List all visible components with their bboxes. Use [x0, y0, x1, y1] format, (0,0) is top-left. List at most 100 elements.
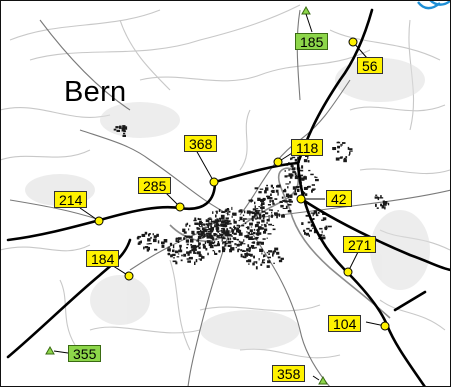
urban-block [186, 235, 190, 238]
urban-block [227, 244, 231, 247]
urban-block [197, 231, 200, 234]
station-marker-56[interactable] [348, 37, 368, 59]
urban-block [267, 233, 272, 235]
urban-block [198, 242, 201, 246]
urban-block [146, 243, 150, 245]
urban-block [214, 233, 218, 235]
urban-block [238, 220, 240, 222]
urban-block [308, 234, 310, 237]
station-marker-355[interactable] [45, 345, 69, 355]
station-marker-185[interactable] [301, 5, 313, 33]
urban-block [231, 206, 233, 210]
urban-block [384, 206, 386, 210]
urban-block [207, 240, 211, 243]
station-label-358[interactable]: 358 [272, 365, 306, 382]
urban-block [195, 259, 198, 263]
urban-block [264, 190, 267, 194]
urban-block [287, 210, 292, 213]
station-label-104[interactable]: 104 [328, 315, 362, 332]
urban-block [167, 248, 171, 252]
urban-block [210, 232, 212, 236]
urban-block [227, 223, 230, 225]
station-label-355[interactable]: 355 [68, 345, 102, 362]
urban-block [224, 244, 227, 247]
urban-block [294, 172, 297, 176]
urban-block [248, 237, 252, 240]
station-marker-42[interactable] [296, 194, 325, 204]
urban-block [214, 220, 217, 224]
station-label-42[interactable]: 42 [326, 190, 352, 207]
station-label-185[interactable]: 185 [295, 33, 329, 50]
urban-block [337, 150, 340, 153]
urban-block [305, 214, 310, 217]
urban-block [178, 237, 182, 240]
urban-block [262, 259, 264, 263]
urban-block [268, 209, 273, 211]
urban-block [175, 261, 178, 265]
station-label-214[interactable]: 214 [54, 191, 88, 208]
station-marker-214[interactable] [79, 207, 104, 226]
urban-block [204, 230, 208, 233]
urban-block [267, 197, 272, 199]
urban-block [255, 237, 259, 240]
urban-block [157, 240, 160, 244]
station-label-118[interactable]: 118 [291, 139, 324, 156]
urban-block [276, 215, 278, 219]
urban-block [261, 224, 263, 226]
station-label-285[interactable]: 285 [138, 177, 172, 194]
station-marker-271[interactable] [343, 251, 359, 277]
station-label-56[interactable]: 56 [357, 57, 383, 74]
station-label-271[interactable]: 271 [343, 236, 377, 253]
urban-block [268, 215, 270, 217]
station-label-368[interactable]: 368 [184, 135, 218, 152]
secondary-roads [9, 9, 451, 387]
urban-block [223, 223, 227, 227]
urban-block [238, 232, 243, 236]
urban-block [243, 243, 246, 245]
urban-block [141, 233, 146, 237]
urban-block [201, 255, 203, 259]
urban-block [259, 227, 264, 230]
urban-block [203, 224, 206, 226]
urban-block [307, 160, 310, 163]
urban-block [291, 156, 296, 159]
urban-block [259, 188, 264, 190]
station-marker-358[interactable] [312, 375, 328, 385]
urban-block [272, 224, 275, 226]
station-label-184[interactable]: 184 [86, 250, 120, 267]
urban-block [248, 231, 251, 235]
urban-block [267, 256, 271, 259]
urban-block [203, 229, 205, 233]
urban-block [255, 236, 259, 239]
urban-block [216, 218, 219, 222]
urban-block [169, 242, 173, 246]
urban-block [170, 254, 173, 258]
urban-block [253, 261, 258, 263]
station-marker-104[interactable] [365, 321, 390, 331]
urban-block [280, 204, 284, 208]
urban-block [186, 243, 189, 246]
urban-block [306, 227, 310, 230]
urban-block [301, 165, 304, 169]
urban-block [291, 167, 296, 171]
station-marker-368[interactable] [195, 149, 219, 187]
urban-block [190, 238, 194, 243]
urban-block [210, 242, 215, 245]
urban-block [178, 250, 180, 252]
urban-block [307, 185, 311, 188]
urban-block [272, 202, 275, 205]
urban-block [219, 218, 222, 222]
urban-block [214, 252, 218, 255]
urban-block [313, 213, 316, 215]
urban-block [277, 192, 279, 196]
urban-block [250, 238, 254, 240]
urban-block [238, 224, 240, 229]
urban-block [222, 233, 225, 235]
urban-block [246, 210, 251, 214]
urban-block [256, 221, 260, 224]
urban-block [229, 249, 233, 251]
urban-block [229, 226, 232, 229]
urban-block [258, 232, 262, 235]
urban-block [274, 212, 278, 215]
urban-block [249, 213, 251, 216]
